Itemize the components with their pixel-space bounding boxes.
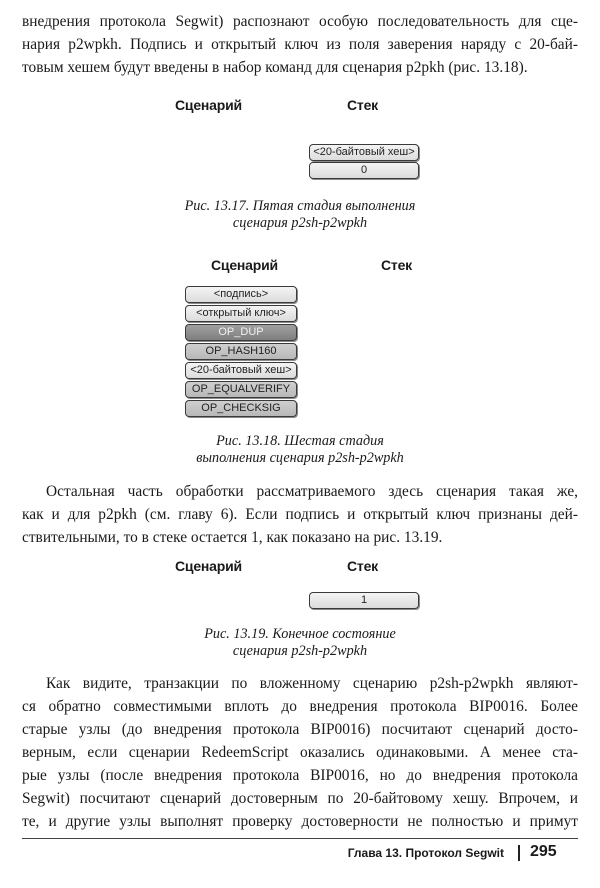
text-line: Остальная часть обработки рассматриваемо… (46, 483, 578, 500)
fig17-stack-item: 0 (309, 162, 419, 179)
fig18-script-item: OP_HASH160 (185, 343, 297, 360)
paragraph-1: внедрения протокола Segwit) распознают о… (22, 10, 578, 79)
text-line: те, и другие узлы выполнят проверку дост… (22, 813, 578, 830)
fig18-script-item: <открытый ключ> (185, 305, 297, 322)
fig19-caption: Рис. 13.19. Конечное состояние сценария … (0, 626, 600, 660)
caption-line: сценария p2sh-p2wpkh (232, 643, 368, 659)
fig19-stack-header: Стек (347, 558, 378, 574)
fig17-stack-item: <20-байтовый хеш> (309, 144, 419, 161)
fig17-stack-header: Стек (347, 97, 378, 113)
fig18-stack-header: Стек (381, 257, 412, 273)
running-footer-chapter: Глава 13. Протокол Segwit (347, 846, 504, 860)
text-line: товым хешем будут введены в набор команд… (22, 59, 528, 76)
fig19-script-header: Сценарий (175, 558, 242, 574)
text-line: ствительными, то в стеке остается 1, как… (22, 529, 443, 546)
fig19-stack-item: 1 (309, 592, 419, 609)
text-line: старые узлы (до внедрения протокола BIP0… (22, 721, 578, 738)
caption-line: сценария p2sh-p2wpkh (232, 215, 368, 231)
fig18-script-item: OP_CHECKSIG (185, 400, 297, 417)
text-line: внедрения протокола Segwit) распознают о… (22, 13, 578, 30)
fig17-caption: Рис. 13.17. Пятая стадия выполнения сцен… (0, 198, 600, 232)
paragraph-2: Остальная часть обработки рассматриваемо… (22, 480, 578, 549)
fig18-caption: Рис. 13.18. Шестая стадия выполнения сце… (0, 433, 600, 467)
paragraph-3: Как видите, транзакции по вложенному сце… (22, 672, 578, 833)
fig18-script-item: <подпись> (185, 286, 297, 303)
fig18-script-item: OP_EQUALVERIFY (185, 381, 297, 398)
text-line: верным, если сценарии RedeemScript оказа… (22, 744, 578, 761)
text-line: рые узлы (после внедрения протокола BIP0… (22, 767, 578, 784)
text-line: Segwit) посчитают сценарий достоверным п… (22, 790, 578, 807)
text-line: как и для p2pkh (см. главу 6). Если подп… (22, 506, 578, 523)
caption-line: Рис. 13.19. Конечное состояние (204, 626, 396, 642)
fig18-script-item: <20-байтовый хеш> (185, 362, 297, 379)
text-line: нария p2wpkh. Подпись и открытый ключ из… (22, 36, 578, 53)
fig17-script-header: Сценарий (175, 97, 242, 113)
fig18-script-item: OP_DUP (185, 324, 297, 341)
text-line: Как видите, транзакции по вложенному сце… (46, 675, 578, 692)
page-number: 295 (530, 843, 557, 860)
caption-line: Рис. 13.17. Пятая стадия выполнения (184, 198, 416, 214)
caption-line: выполнения сценария p2sh-p2wpkh (196, 450, 404, 466)
caption-line: Рис. 13.18. Шестая стадия (216, 433, 384, 449)
fig18-script-header: Сценарий (211, 257, 278, 273)
footer-separator (518, 845, 520, 861)
footer-rule (22, 838, 578, 839)
text-line: ся обратно совместимыми вплоть до внедре… (22, 698, 578, 715)
